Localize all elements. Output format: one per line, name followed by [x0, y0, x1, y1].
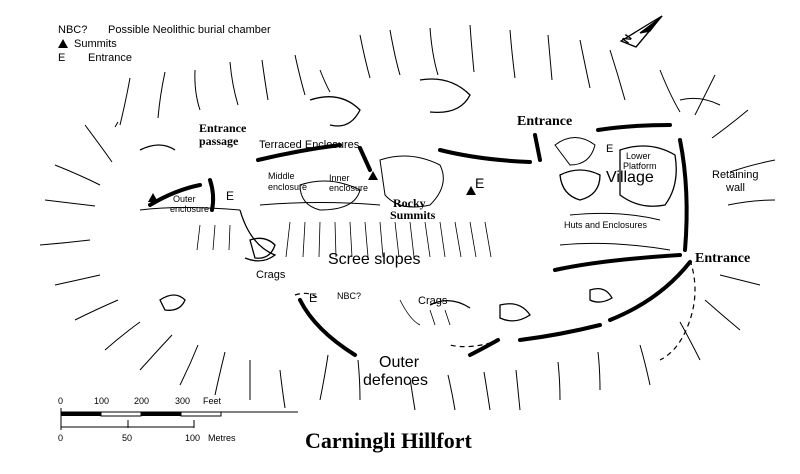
- label-inner-enclosure-2: enclosure: [329, 183, 369, 193]
- label-nbc: NBC?: [337, 291, 362, 301]
- label-entrance-passage-1: Entrance: [199, 121, 247, 135]
- legend-entrance: E Entrance: [58, 52, 271, 66]
- label-crags-right: Crags: [418, 295, 448, 307]
- rampart-walls: [148, 123, 692, 357]
- label-terraced-enclosures: Terraced Enclosures: [259, 139, 360, 151]
- label-rocky-summits-1: Rocky: [393, 196, 426, 210]
- legend-entrance-key: E: [58, 51, 66, 64]
- label-retaining-wall-1: Retaining: [712, 169, 759, 181]
- scale-feet-300: 300: [175, 396, 191, 406]
- scale-metres-50: 50: [122, 433, 133, 443]
- label-entrance-right: Entrance: [695, 251, 751, 266]
- tracks: [294, 259, 696, 361]
- legend-nbc-key: NBC?: [58, 24, 88, 36]
- label-huts-enclosures: Huts and Enclosures: [564, 220, 648, 230]
- scale-metres-100: 100: [185, 433, 201, 443]
- scree-hatching: [196, 221, 492, 326]
- label-village: Village: [606, 169, 654, 186]
- legend-entrance-text: Entrance: [88, 51, 133, 64]
- slope-hachures: [39, 24, 776, 411]
- label-scree-slopes: Scree slopes: [328, 251, 421, 268]
- map-legend: NBC? Possible Neolithic burial chamber Su…: [58, 24, 271, 65]
- enclosure-outlines: [139, 78, 677, 322]
- map-title: Carningli Hillfort: [305, 428, 472, 453]
- scale-feet-200: 200: [134, 396, 150, 406]
- label-retaining-wall-2: wall: [726, 182, 745, 194]
- scale-bar: [60, 408, 298, 430]
- scale-metres-0: 0: [58, 433, 64, 443]
- legend-summits-text: Summits: [74, 37, 117, 50]
- scale-feet-unit: Feet: [203, 396, 222, 406]
- north-arrow: [619, 15, 663, 48]
- label-entrance-top: Entrance: [517, 114, 573, 129]
- entrance-marker: E: [475, 175, 485, 191]
- label-inner-enclosure-1: Inner: [329, 173, 350, 183]
- scale-metres-unit: Metres: [208, 433, 236, 443]
- label-rocky-summits-2: Summits: [390, 208, 436, 222]
- label-outer-enclosure-2: enclosure: [170, 204, 210, 214]
- label-middle-enclosure-2: enclosure: [268, 182, 308, 192]
- label-crags-left: Crags: [256, 269, 286, 281]
- legend-nbc-text: Possible Neolithic burial chamber: [108, 24, 271, 36]
- label-outer-enclosure-1: Outer: [173, 194, 196, 204]
- rocky-outcrops: [139, 97, 721, 251]
- label-outer-defences-2: defences: [363, 372, 428, 389]
- entrance-marker: E: [309, 291, 318, 305]
- scale-feet-100: 100: [94, 396, 110, 406]
- label-middle-enclosure-1: Middle: [268, 171, 295, 181]
- label-lower-platform-2: Platform: [623, 161, 657, 171]
- entrance-marker: E: [606, 143, 614, 155]
- label-lower-platform-1: Lower: [626, 151, 651, 161]
- entrance-marker: E: [226, 189, 235, 203]
- summit-triangle-icon: [58, 38, 68, 48]
- legend-summits: Summits: [58, 38, 271, 52]
- scale-feet-0: 0: [58, 396, 64, 406]
- legend-nbc: NBC? Possible Neolithic burial chamber: [58, 24, 271, 38]
- label-outer-defences-1: Outer: [379, 354, 420, 371]
- label-entrance-passage-2: passage: [199, 134, 239, 148]
- summit-markers: [148, 171, 476, 202]
